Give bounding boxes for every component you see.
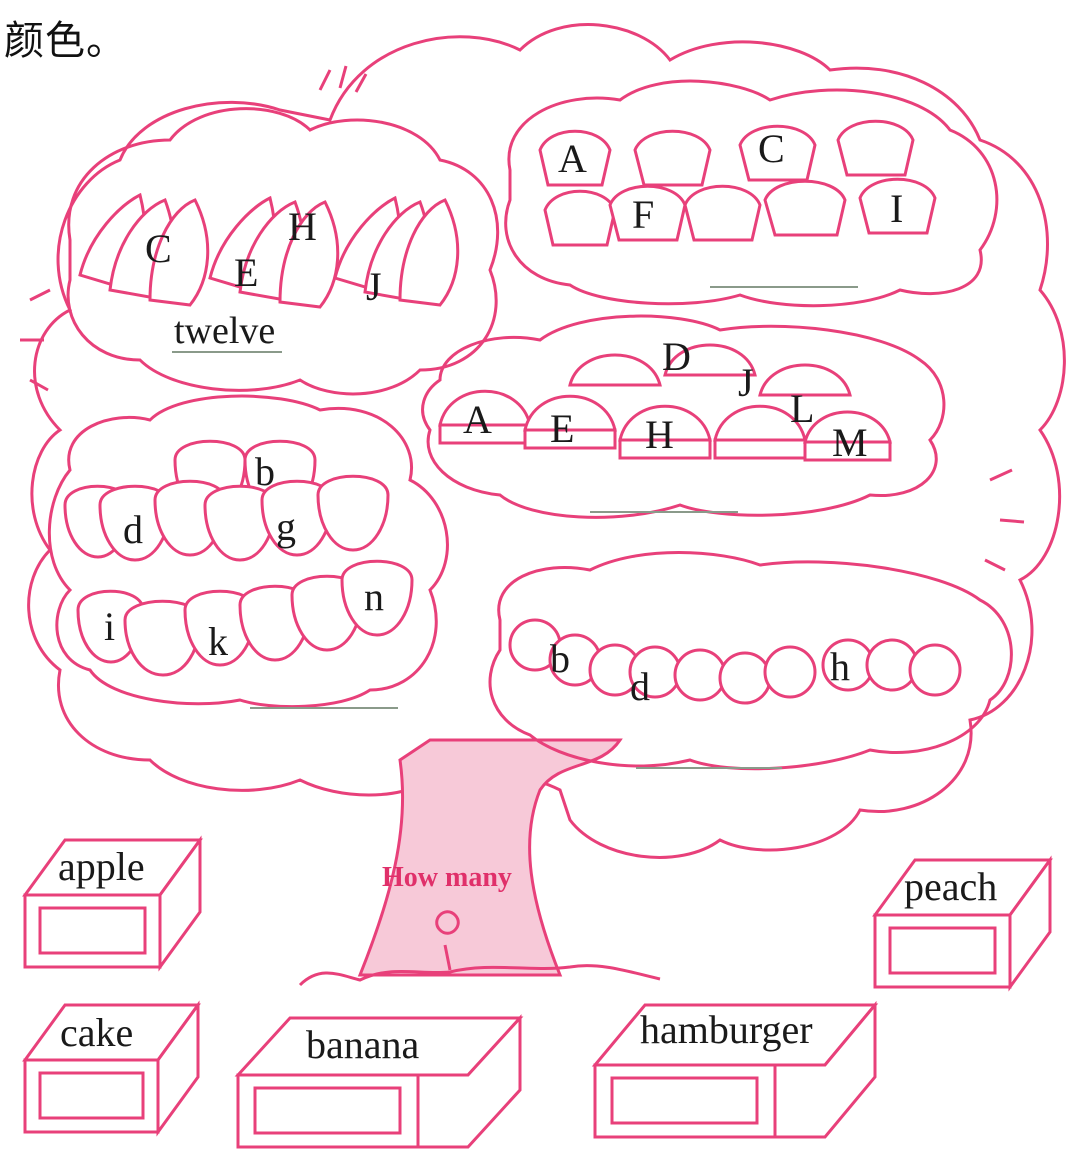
box-label: peach [904, 864, 997, 909]
cupcake [543, 189, 617, 247]
cake-letter: F [632, 192, 654, 237]
banana-cloud: C H E J twelve [66, 107, 500, 396]
peach-letter: d [630, 664, 650, 709]
apple [316, 474, 390, 552]
hamburger-letter: D [662, 334, 691, 379]
tree-canopy [20, 23, 1066, 859]
hamburger [523, 394, 617, 450]
peach-cloud: b d h [488, 551, 1013, 771]
hamburger-letter: L [790, 386, 814, 431]
cake-cloud: A C F I [504, 79, 999, 308]
peach [673, 648, 727, 702]
banana-letter: C [145, 226, 172, 271]
apple-letter: b [255, 449, 275, 494]
apple [203, 484, 277, 562]
apple-cloud: b d g i k n [47, 394, 449, 709]
peach-letter: h [830, 644, 850, 689]
box-label: hamburger [640, 1007, 813, 1052]
cupcake [683, 184, 762, 242]
hamburger [758, 363, 852, 397]
banana-letter: H [288, 204, 317, 249]
hamburger [803, 410, 892, 462]
apple [340, 559, 414, 637]
apple-letter: d [123, 507, 143, 552]
banana-letter: J [366, 264, 382, 309]
box-label: apple [58, 844, 145, 889]
hamburger [618, 404, 712, 460]
peach [908, 643, 962, 697]
banana-bunch [333, 195, 460, 307]
cake-letter: A [558, 136, 587, 181]
word-box-banana: banana [234, 1014, 524, 1149]
word-box-hamburger: hamburger [591, 1000, 879, 1139]
cake-letter: C [758, 126, 785, 171]
hamburger [663, 343, 757, 377]
hamburger-letter: H [645, 412, 674, 457]
cupcake [633, 129, 712, 187]
peach [763, 645, 817, 699]
hamburger-letter: J [738, 360, 754, 405]
instruction-text: 颜色。 [4, 18, 127, 64]
word-box-apple: apple [22, 835, 203, 972]
cake-letter: I [890, 186, 903, 231]
cupcake [763, 179, 847, 237]
banana-bunch [78, 192, 210, 307]
peach-letter: b [550, 636, 570, 681]
hamburger-letter: M [832, 420, 868, 465]
cupcake [858, 177, 937, 235]
hamburger-letter: A [463, 397, 492, 442]
box-label: banana [306, 1022, 420, 1067]
apple [123, 599, 202, 677]
word-box-peach: peach [872, 855, 1053, 992]
hamburger [713, 404, 807, 460]
cupcake [538, 129, 612, 187]
peach [718, 651, 772, 705]
hamburger-letter: E [550, 406, 574, 451]
word-box-cake: cake [22, 1000, 201, 1137]
apple-letter: g [276, 504, 296, 549]
banana-bunch [208, 195, 340, 309]
tree-trunk: How many [298, 738, 661, 987]
banana-letter: E [234, 250, 258, 295]
hamburger [568, 353, 662, 387]
hamburger-cloud: D J L A E H M [421, 314, 946, 519]
trunk-label: How many [382, 862, 512, 893]
cupcake [836, 119, 915, 177]
banana-answer: twelve [174, 310, 275, 352]
cupcake [738, 124, 817, 182]
apple-letter: i [104, 604, 115, 649]
cupcake [608, 184, 687, 242]
box-label: cake [60, 1010, 133, 1055]
apple-letter: k [208, 619, 228, 664]
apple-letter: n [364, 574, 384, 619]
